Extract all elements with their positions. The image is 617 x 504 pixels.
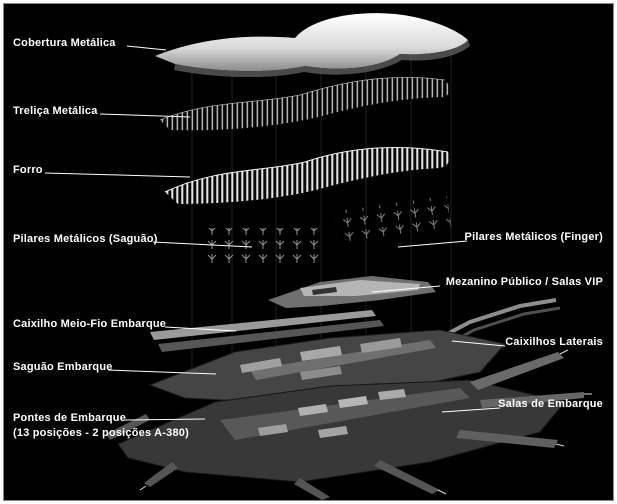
label-pontes-embarque: Pontes de Embarque [13, 412, 127, 424]
layer-forro [164, 146, 450, 204]
label-pontes-embarque-sub: (13 posições - 2 posições A-380) [13, 427, 189, 439]
leader-lines [44, 45, 506, 421]
label-mezanino-salas-vip: Mezanino Público / Salas VIP [445, 276, 603, 288]
label-caixilhos-laterais: Caixilhos Laterais [505, 336, 603, 348]
label-trelica-metalica: Treliça Metálica [13, 105, 98, 117]
leader-forro [44, 172, 191, 178]
label-caixilho-meio-fio: Caixilho Meio-Fio Embarque [13, 318, 167, 330]
layer-pilares-finger [333, 195, 452, 246]
label-pilares-saguao: Pilares Metálicos (Saguão) [13, 233, 158, 245]
layer-cobertura-metalica [155, 13, 470, 78]
leader-pilares-saguao [152, 241, 253, 248]
leader-cobertura [126, 45, 167, 51]
layer-pontes-salas-embarque [106, 349, 592, 500]
label-saguao-embarque: Saguão Embarque [13, 361, 113, 373]
leader-pontes [124, 418, 206, 421]
leader-mezanino [371, 285, 441, 293]
leader-trelica [99, 113, 191, 118]
leader-caixilho-meio-fio [164, 326, 237, 332]
leader-saguao-embarque [107, 369, 217, 375]
layer-trelica-metalica [159, 76, 450, 131]
leader-pilares-finger [397, 240, 468, 248]
label-salas-de-embarque: Salas de Embarque [498, 398, 603, 410]
label-pilares-finger: Pilares Metálicos (Finger) [464, 231, 603, 243]
layer-caixilho-meio-fio [150, 310, 384, 352]
leader-salas-embarque [441, 407, 501, 413]
label-cobertura-metalica: Cobertura Metálica [13, 37, 116, 49]
label-forro: Forro [13, 164, 43, 176]
layer-mezanino [268, 276, 436, 308]
leader-caixilhos-laterais [451, 340, 506, 347]
